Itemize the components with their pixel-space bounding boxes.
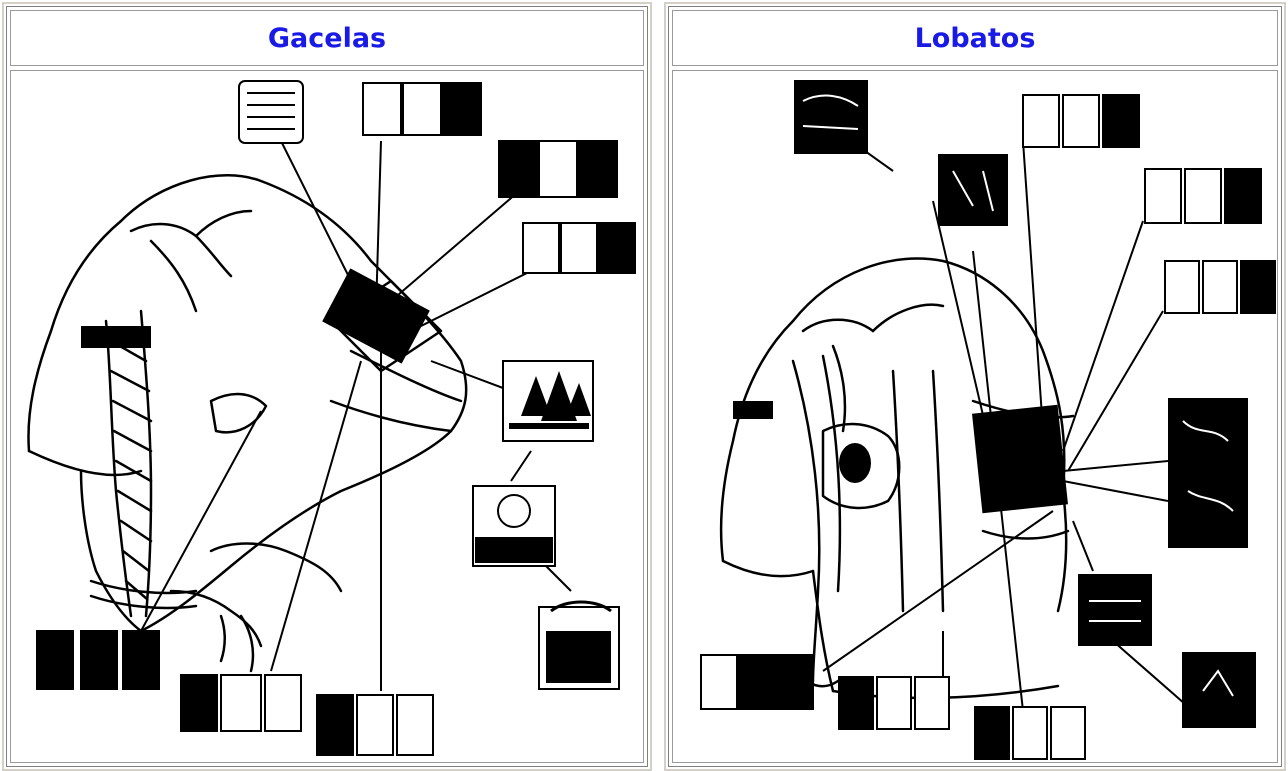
uniform-illustration-icon xyxy=(11,71,644,763)
panel-lobatos: Lobatos xyxy=(664,2,1286,771)
panel-gacelas: Gacelas xyxy=(2,2,652,771)
panel-header: Lobatos xyxy=(672,10,1278,66)
panel-title: Lobatos xyxy=(915,23,1036,54)
panel-title: Gacelas xyxy=(268,23,386,54)
panel-separator xyxy=(654,0,662,771)
panel-header: Gacelas xyxy=(10,10,644,66)
uniform-illustration-icon xyxy=(673,71,1278,763)
uniform-illustration xyxy=(10,70,644,763)
uniform-illustration xyxy=(672,70,1278,763)
